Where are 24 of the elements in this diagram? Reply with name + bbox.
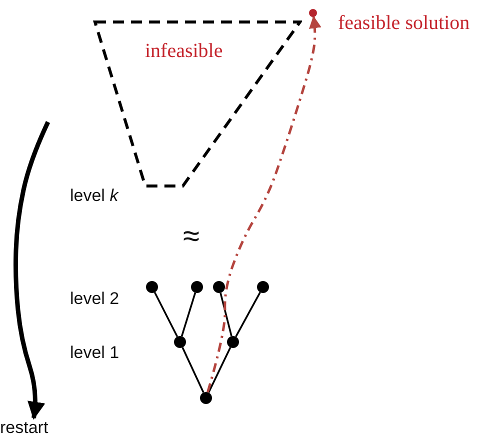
tree-edge-line [208, 347, 232, 393]
dashed-trapezoid [93, 20, 302, 188]
tree-edge-line [235, 292, 261, 338]
approx-symbol: ≈ [183, 222, 200, 252]
tree-node-dot [146, 281, 158, 293]
level-label: level 1 [70, 343, 120, 363]
arrow [14, 121, 50, 420]
tree-node-dot [174, 336, 186, 348]
tree-node-dot [213, 281, 225, 293]
arrow [206, 16, 322, 393]
level-label: level 2 [70, 289, 120, 309]
tree-edge-line [180, 292, 196, 337]
tree-node-dot [200, 392, 212, 404]
tree-edge-line [154, 292, 178, 338]
level-label: level k [70, 186, 118, 206]
tree-node-dot [309, 9, 317, 17]
node-caption: feasible solution [338, 12, 470, 35]
tree-node-dot [191, 281, 203, 293]
region-label: infeasible [145, 40, 223, 63]
node-label: restart [0, 418, 48, 438]
tree-edge-line [182, 347, 204, 393]
tree-node-dot [227, 336, 239, 348]
tree-edge-line [220, 292, 232, 336]
tree-node-dot [257, 281, 269, 293]
